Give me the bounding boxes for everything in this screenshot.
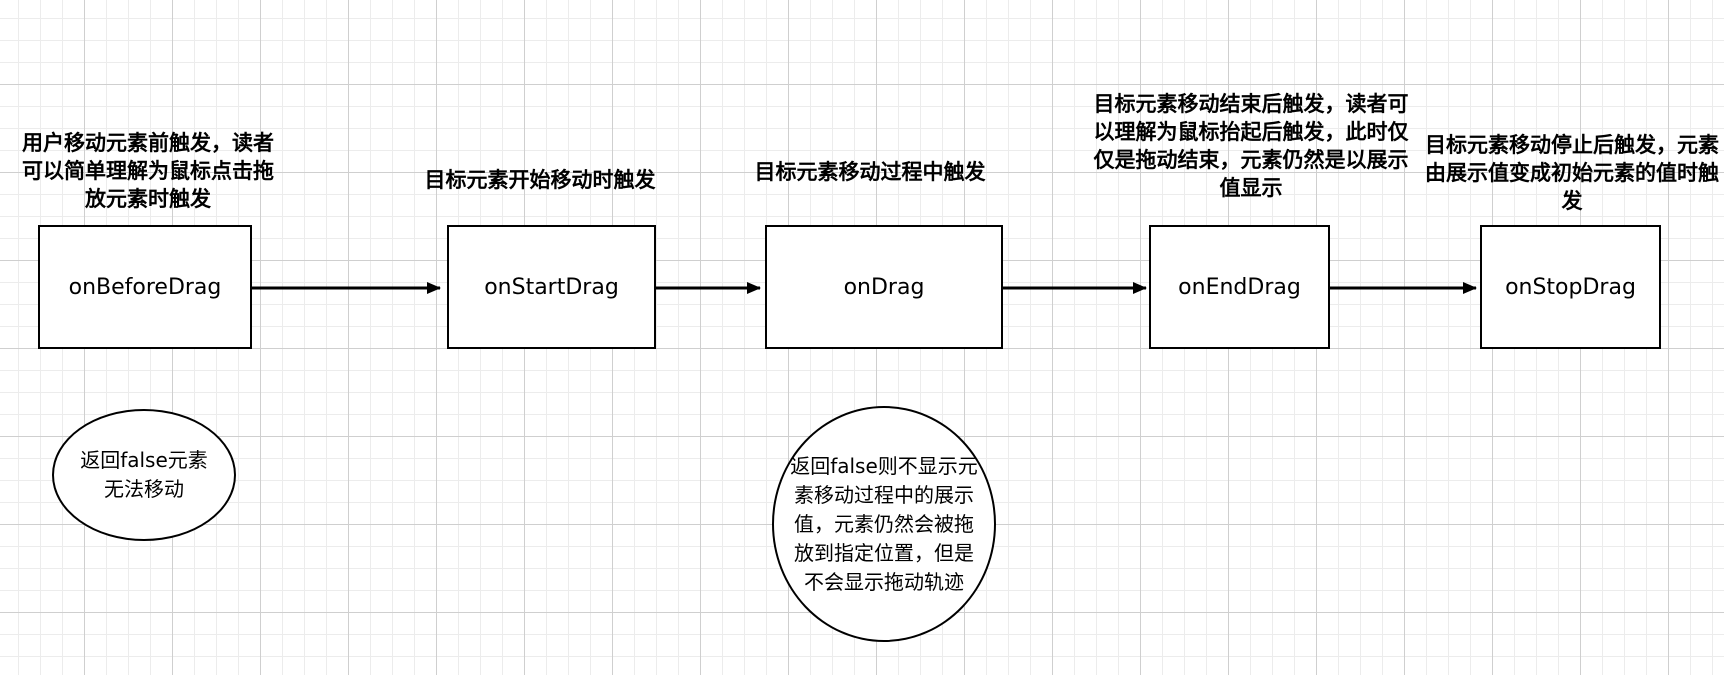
caption-on-drag: 目标元素移动过程中触发 (754, 160, 986, 184)
node-on-before-drag[interactable]: onBeforeDrag (38, 225, 252, 349)
note-text: 返回false则不显示元素移动过程中的展示值，元素仍然会被拖放到指定位置，但是不… (790, 453, 978, 594)
caption-on-before-drag: 用户移动元素前触发，读者可以简单理解为鼠标点击拖放元素时触发 (22, 131, 274, 211)
node-label: onBeforeDrag (68, 274, 222, 300)
node-label: onDrag (843, 274, 925, 300)
node-label: onEndDrag (1178, 274, 1301, 300)
node-label: onStartDrag (484, 274, 619, 300)
caption-on-end-drag: 目标元素移动结束后触发，读者可以理解为鼠标抬起后触发，此时仅仅是拖动结束，元素仍… (1093, 92, 1409, 200)
node-on-drag[interactable]: onDrag (765, 225, 1003, 349)
note-text: 返回false元素无法移动 (80, 448, 208, 501)
note-on-before-drag-return-false: 返回false元素无法移动 (52, 409, 236, 541)
caption-on-start-drag: 目标元素开始移动时触发 (424, 168, 656, 192)
node-label: onStopDrag (1505, 274, 1636, 300)
node-on-stop-drag[interactable]: onStopDrag (1480, 225, 1661, 349)
node-on-end-drag[interactable]: onEndDrag (1149, 225, 1330, 349)
caption-on-stop-drag: 目标元素移动停止后触发，元素由展示值变成初始元素的值时触发 (1425, 133, 1719, 213)
node-on-start-drag[interactable]: onStartDrag (447, 225, 656, 349)
note-on-drag-return-false: 返回false则不显示元素移动过程中的展示值，元素仍然会被拖放到指定位置，但是不… (772, 406, 996, 642)
